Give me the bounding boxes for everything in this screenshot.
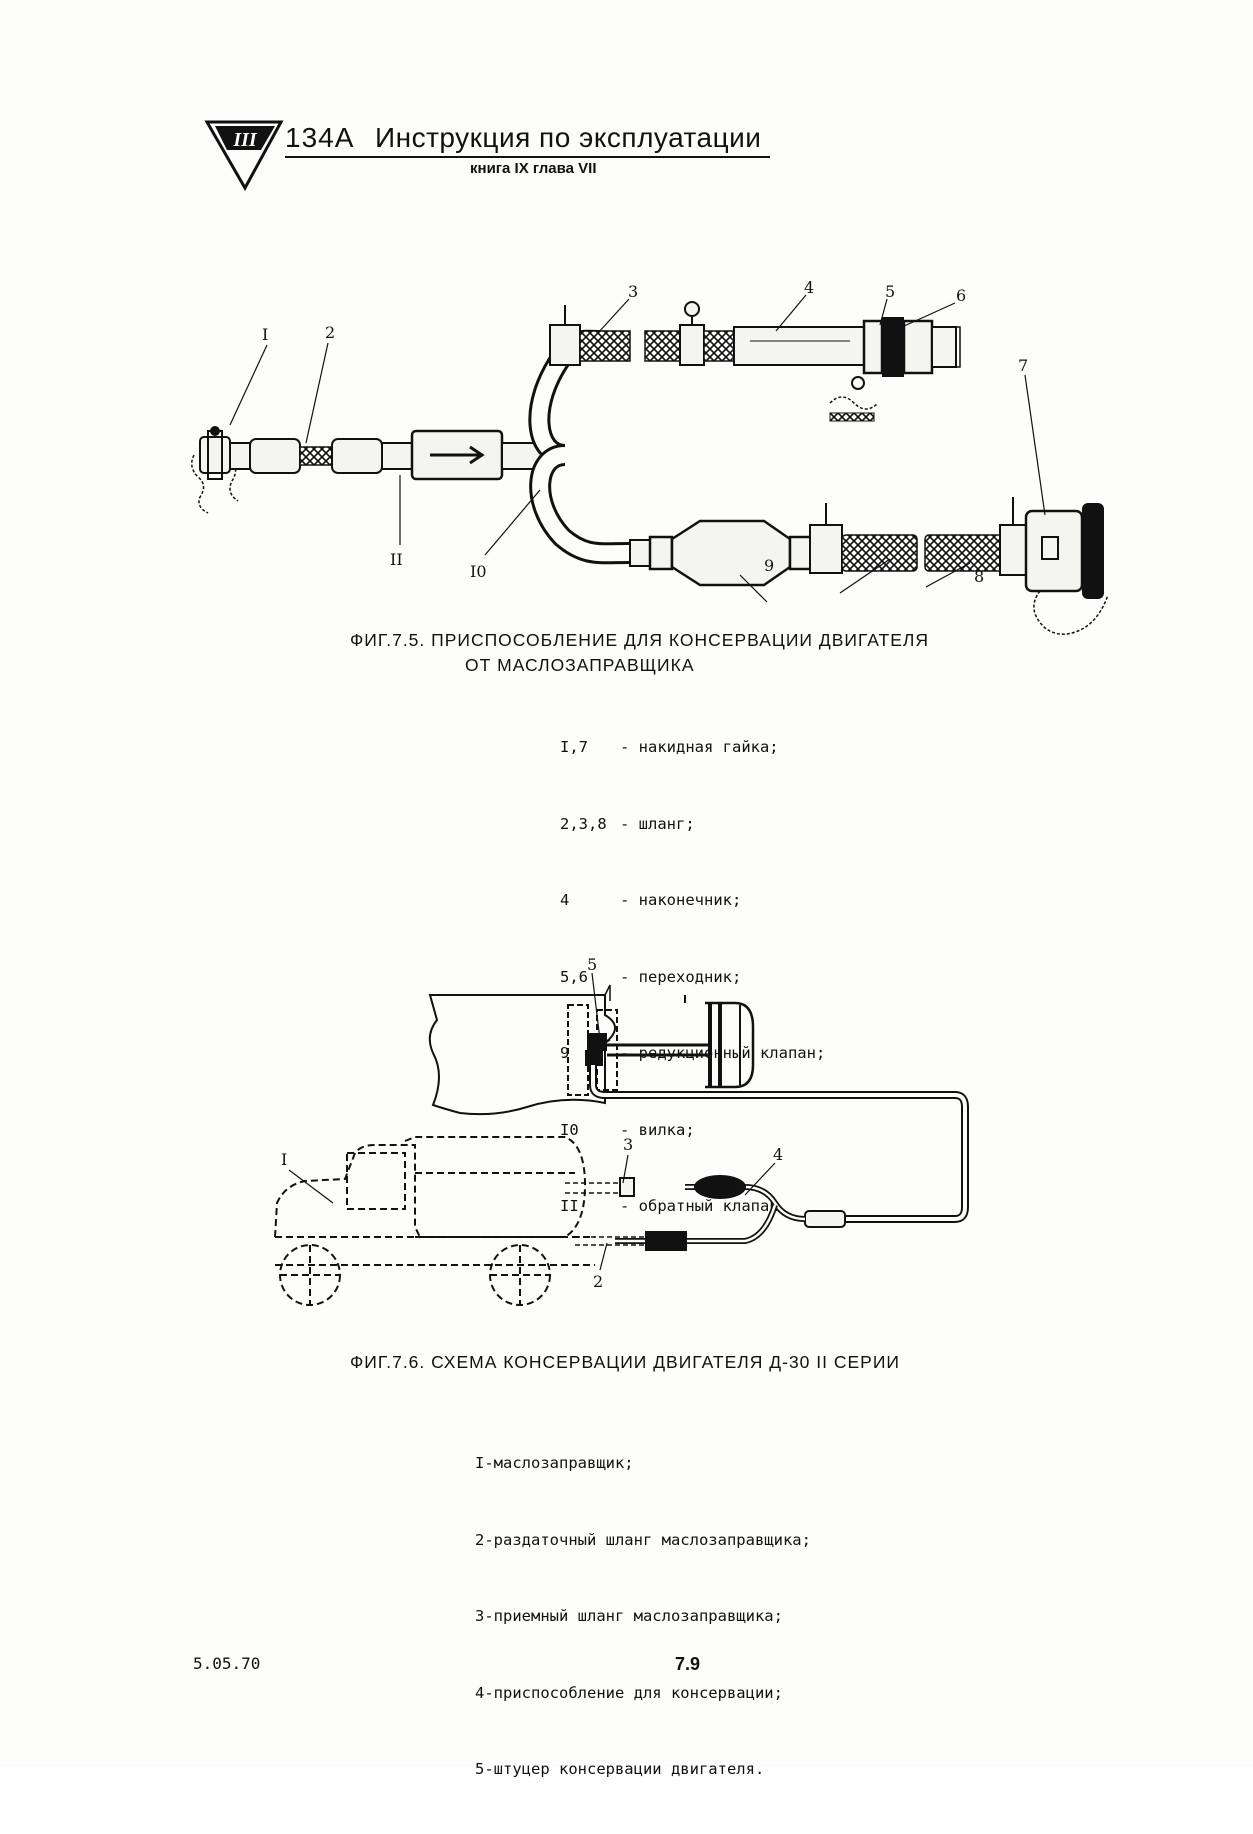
callout-7: 7 [1018,356,1028,375]
legend-item: 4- наконечник; [560,891,742,909]
legend-item: 9- редукционный клапан; [560,1044,826,1062]
reducing-valve [670,519,792,587]
figure-7-6-caption: ФИГ.7.6. СХЕМА КОНСЕРВАЦИИ ДВИГАТЕЛЯ Д-3… [350,1352,900,1372]
callout-11: II [390,550,403,569]
engine-nozzle [705,1001,755,1089]
engine-fitting [585,1033,710,1066]
svg-text:III: III [232,129,258,151]
callout-3: 3 [628,282,638,301]
legend-item: 5,6- переходник; [560,967,742,986]
legend-item: 2-раздаточный шланг маслозаправщика; [475,1530,811,1549]
figure-7-5-caption: ФИГ.7.5. ПРИСПОСОБЛЕНИЕ ДЛЯ КОНСЕРВАЦИИ … [350,628,1070,678]
legend-item: I,7- накидная гайка; [560,738,779,756]
figure-7-6-drawing: 5 I 3 4 2 [274,955,969,1306]
hose-2 [299,446,333,466]
callout-6: 6 [956,286,966,305]
left-union-nut [191,426,239,514]
legend-item: 4-приспособление для консервации; [475,1683,783,1702]
document-page: III 134А Инструкция по эксплуатации книг… [191,120,1109,1778]
hose-8 [924,534,1011,572]
oil-servicing-truck [274,1136,595,1306]
hose-3 [579,330,631,362]
header-model: 134А [285,122,355,153]
manufacturer-logo: III [204,120,284,192]
fork-u-tube [528,329,631,565]
legend-item: I-маслозаправщик; [475,1454,634,1472]
legend-item: 2,3,8- шланг; [560,814,695,833]
callout-1: I [281,1150,287,1169]
callout-4: 4 [773,1145,783,1164]
callout-3: 3 [623,1135,633,1154]
tip-4 [733,326,865,366]
legend-item: 5-штуцер консервации двигателя. [475,1760,765,1778]
figure-7-5-legend: I,7- накидная гайка; 2,3,8- шланг; 4- на… [560,684,825,1271]
header-subtitle: книга IX глава VII [470,160,597,177]
page-number: 7.9 [675,1654,701,1674]
callout-5: 5 [885,282,895,301]
callout-10: I0 [470,562,487,581]
conservation-hose-line [565,1065,969,1251]
callout-4: 4 [804,278,814,297]
callout-8: 8 [974,567,984,586]
header-rule [285,156,770,158]
right-union-nut [1024,503,1109,635]
figure-7-5-caption-line2: ОТ МАСЛОЗАПРАВЩИКА [465,655,695,675]
callout-1: I [262,325,268,344]
check-valve [410,429,504,481]
legend-item: II- обратный клапан [560,1197,779,1215]
callout-2: 2 [593,1272,603,1291]
legend-item: I0- вилка; [560,1120,695,1139]
figure-7-5-drawing: I 2 3 4 5 6 7 8 9 I0 II [191,278,1109,635]
callout-5: 5 [587,955,597,974]
callout-9: 9 [764,556,774,575]
callout-2: 2 [325,323,335,342]
header-title: Инструкция по эксплуатации [375,122,762,153]
figure-7-6-legend: I-маслозаправщик; 2-раздаточный шланг ма… [475,1400,811,1834]
figure-7-5-caption-line1: ФИГ.7.5. ПРИСПОСОБЛЕНИЕ ДЛЯ КОНСЕРВАЦИИ … [350,630,930,650]
footer-date: 5.05.70 [193,1654,261,1673]
legend-item: 3-приемный шланг маслозаправщика; [475,1607,783,1625]
